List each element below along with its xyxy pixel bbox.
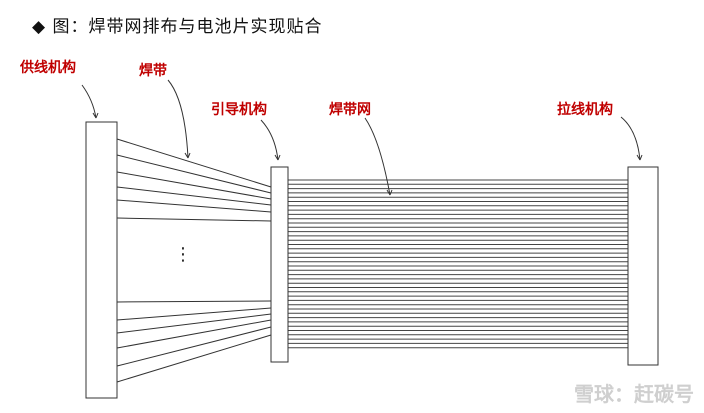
label-pull: 拉线机构 xyxy=(557,102,613,118)
arrows xyxy=(81,79,643,196)
ribbon-line xyxy=(116,171,272,200)
label-ribbon: 焊带 xyxy=(139,63,167,79)
label-guide: 引导机构 xyxy=(211,102,267,118)
ribbon-line xyxy=(116,334,272,383)
label-supply: 供线机构 xyxy=(20,60,76,76)
supply-mechanism xyxy=(85,121,118,399)
watermark: 雪球：赶碳号 xyxy=(574,382,694,406)
ribbon-line xyxy=(116,307,272,321)
ribbon-line xyxy=(116,217,272,222)
guide-mechanism xyxy=(270,166,289,363)
ribbon-line xyxy=(116,326,272,367)
ribbon-line xyxy=(116,138,272,188)
ribbon-line xyxy=(116,313,272,334)
ribbon-lines xyxy=(116,138,272,383)
figure-title: ◆ 图：焊带网排布与电池片实现贴合 xyxy=(32,17,323,37)
label-mesh: 焊带网 xyxy=(329,102,371,118)
ribbon-line xyxy=(116,199,272,213)
ribbon-line xyxy=(116,154,272,194)
ellipsis: ⋮ xyxy=(174,244,192,265)
ribbon-line xyxy=(116,300,272,303)
mesh-lines xyxy=(288,179,628,349)
ribbon-line xyxy=(116,186,272,206)
ribbon-line xyxy=(116,319,272,349)
pull-mechanism xyxy=(627,166,659,366)
